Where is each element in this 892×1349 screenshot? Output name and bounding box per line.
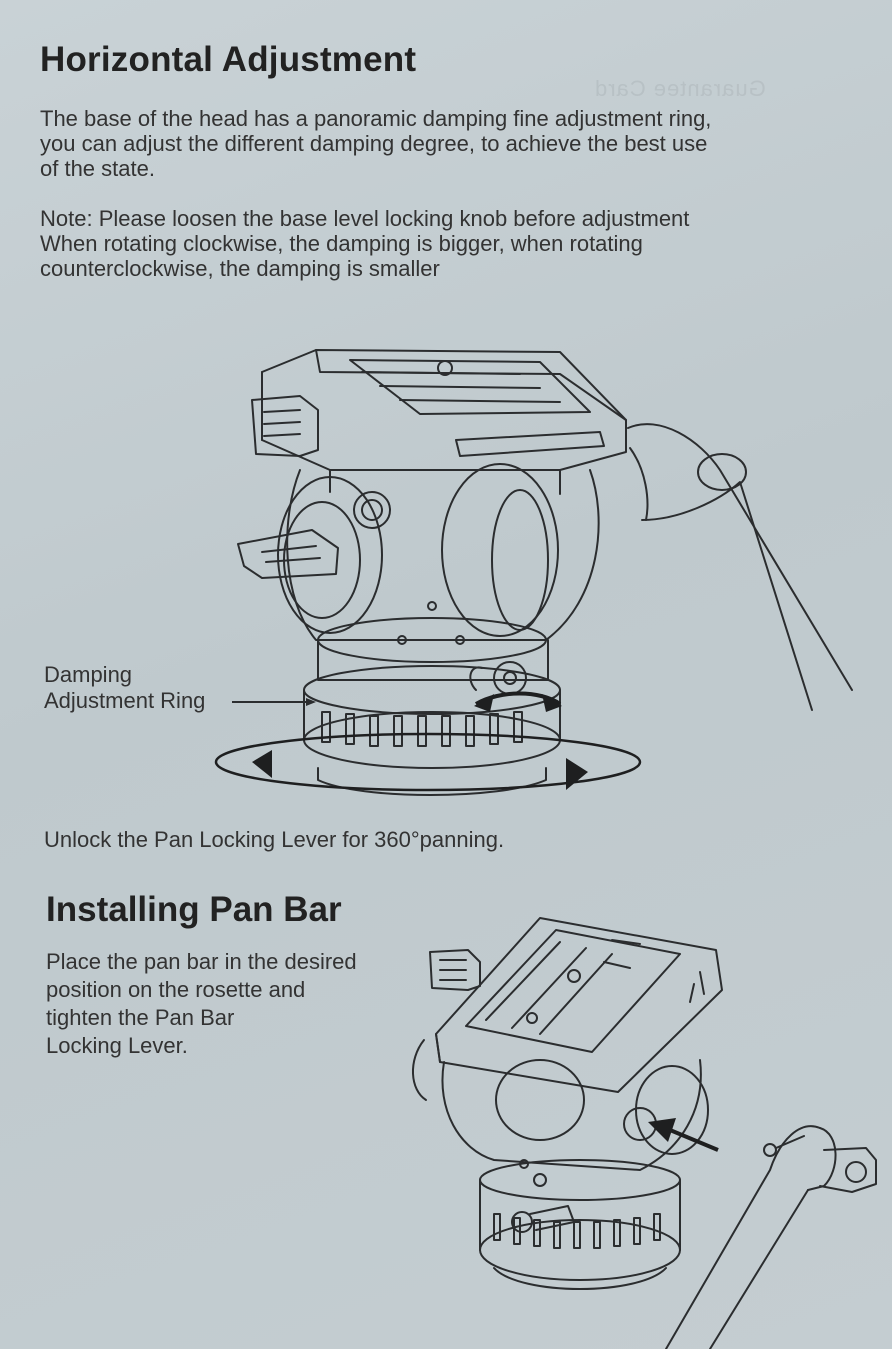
- text-line: you can adjust the different damping deg…: [40, 131, 708, 156]
- text-line: position on the rosette and: [46, 977, 306, 1002]
- text-line: Adjustment Ring: [44, 688, 206, 713]
- text-line: counterclockwise, the damping is smaller: [40, 256, 440, 281]
- text-line: Damping: [44, 662, 133, 687]
- section-title-pan-bar: Installing Pan Bar: [46, 890, 342, 929]
- panning-caption: Unlock the Pan Locking Lever for 360°pan…: [44, 827, 505, 852]
- horizontal-description: The base of the head has a panoramic dam…: [40, 106, 830, 181]
- pan-bar-description: Place the pan bar in the desired positio…: [46, 948, 357, 1060]
- text-line: When rotating clockwise, the damping is …: [40, 231, 643, 256]
- text-line: Note: Please loosen the base level locki…: [40, 206, 690, 231]
- damping-ring-label: Damping Adjustment Ring: [44, 662, 205, 714]
- rotation-arrow-icon: [214, 691, 642, 792]
- text-line: The base of the head has a panoramic dam…: [40, 106, 712, 131]
- text-line: tighten the Pan Bar: [46, 1005, 235, 1030]
- section-title-horizontal: Horizontal Adjustment: [40, 40, 417, 79]
- text-line: Locking Lever.: [46, 1033, 188, 1058]
- horizontal-note: Note: Please loosen the base level locki…: [40, 206, 830, 281]
- text-line: of the state.: [40, 156, 155, 181]
- text-line: Place the pan bar in the desired: [46, 949, 357, 974]
